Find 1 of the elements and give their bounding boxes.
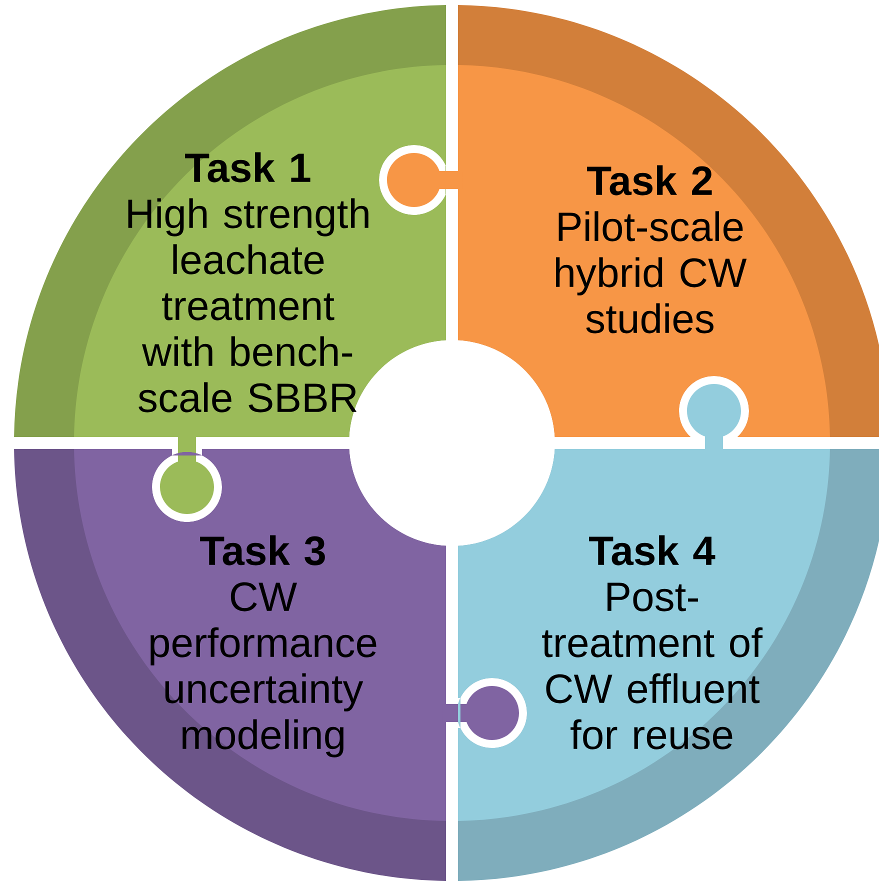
puzzle-piece: Task 4 Post-treatment of CW effluent for reuse bbox=[458, 384, 879, 881]
